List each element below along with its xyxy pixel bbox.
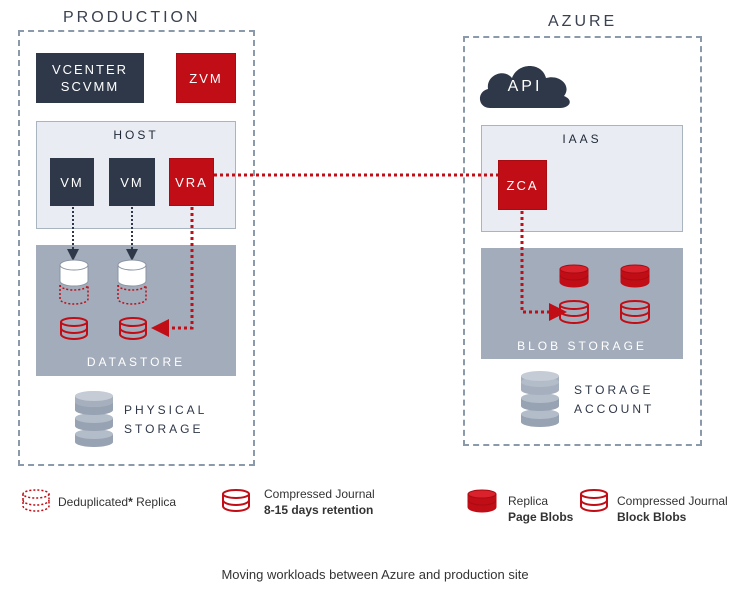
vm-disk-icon-2: [117, 259, 147, 305]
legend-replica-icon: [467, 489, 497, 513]
datastore-label: DATASTORE: [86, 355, 186, 369]
blob-storage-label: BLOB STORAGE: [517, 339, 647, 353]
legend-dedup-label: Deduplicated* Replica: [58, 494, 176, 510]
iaas-label: IAAS: [562, 132, 602, 146]
page-blob-disk-icon-2: [620, 264, 650, 288]
vcenter-scvmm-box: VCENTER SCVMM: [36, 53, 144, 103]
physical-label: PHYSICAL: [124, 403, 208, 417]
host-label: HOST: [113, 128, 159, 142]
storage-account-icon: [521, 371, 559, 427]
physical-storage-label: STORAGE: [124, 422, 204, 436]
production-site-box: [18, 30, 255, 466]
block-blob-disk-icon-2: [620, 300, 650, 324]
vra-box: VRA: [169, 158, 214, 206]
legend-replica-title: Replica: [508, 494, 549, 508]
vm-box-1: VM: [50, 158, 94, 206]
legend-journal2-sub: Block Blobs: [617, 510, 687, 524]
legend-journal-icon: [222, 489, 250, 512]
diagram-caption: Moving workloads between Azure and produ…: [221, 567, 529, 582]
vra-to-journal-arrow: [151, 207, 194, 337]
legend-block-journal-icon: [580, 489, 608, 512]
journal-disk-icon-1: [60, 317, 88, 340]
azure-title: AZURE: [548, 13, 618, 30]
legend-journal-title: Compressed Journal: [264, 487, 375, 501]
vra-label: VRA: [175, 174, 208, 190]
legend-journal-retention: 8-15 days retention: [264, 503, 374, 517]
vm-box-2: VM: [109, 158, 155, 206]
vcenter-label: VCENTER: [51, 62, 129, 77]
block-blob-disk-icon-1: [559, 300, 589, 324]
zca-box: ZCA: [498, 160, 547, 210]
zca-label: ZCA: [506, 177, 539, 193]
legend-journal2-title: Compressed Journal: [617, 494, 728, 508]
cloud-icon: [479, 66, 570, 108]
storage-account-label-1: STORAGE: [574, 383, 654, 397]
production-title: PRODUCTION: [63, 9, 201, 26]
legend-dedup-icon: [22, 489, 50, 512]
physical-storage-icon: [75, 391, 113, 447]
zvm-label: ZVM: [189, 70, 223, 86]
legend-dedup-asterisk: *: [128, 495, 133, 509]
legend-dedup-word: Deduplicated: [58, 495, 129, 509]
legend-dedup-replica: Replica: [132, 495, 177, 509]
azure-site-box: [463, 36, 702, 446]
vm-label-1: VM: [60, 174, 84, 190]
vm-label-2: VM: [120, 174, 144, 190]
storage-account-label-2: ACCOUNT: [574, 402, 655, 416]
zvm-box: ZVM: [176, 53, 236, 103]
journal-disk-icon-2: [119, 317, 147, 340]
zca-to-journal-arrow: [520, 211, 567, 321]
page-blob-disk-icon-1: [559, 264, 589, 288]
vm-disk-icon-1: [59, 259, 89, 305]
api-label: API: [507, 78, 543, 95]
scvmm-label: SCVMM: [60, 79, 120, 94]
legend-replica-sub: Page Blobs: [508, 510, 574, 524]
